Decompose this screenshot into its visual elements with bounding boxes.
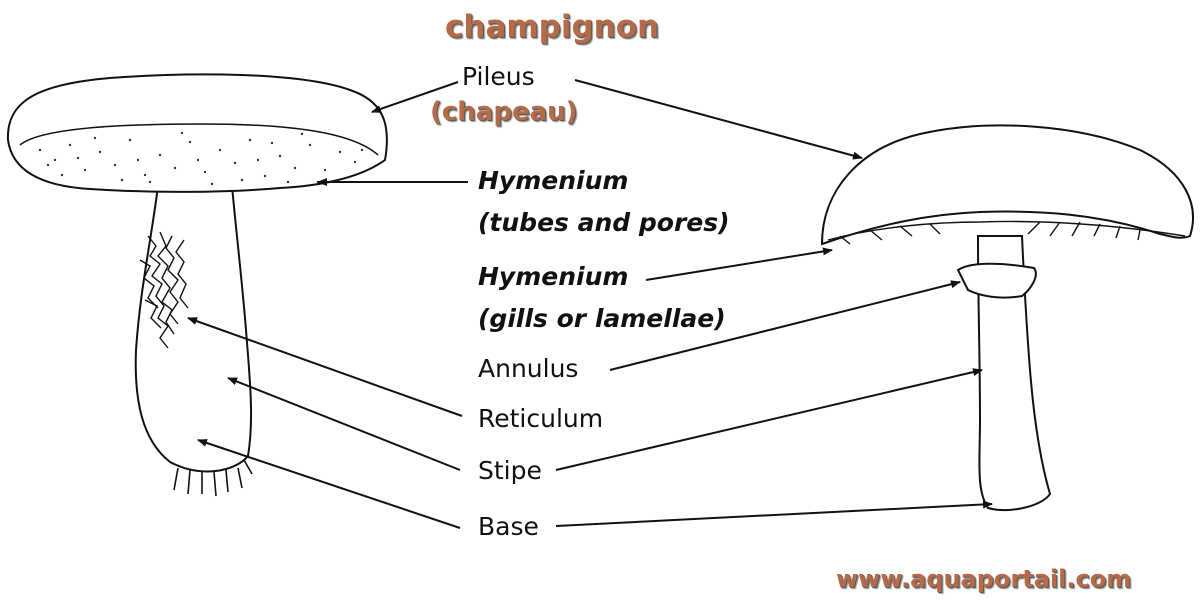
arrow-stipe-left bbox=[227, 377, 461, 471]
label-annulus: Annulus bbox=[478, 354, 579, 383]
bolete-hymenium-outline bbox=[19, 123, 379, 156]
label-hymenium-gills-detail: (gills or lamellae) bbox=[478, 304, 726, 333]
arrow-pileus-left bbox=[371, 81, 459, 113]
label-hymenium-gills-title: Hymenium bbox=[478, 262, 629, 291]
agaric-mushroom bbox=[820, 124, 1194, 512]
diagram-title: champignon bbox=[445, 9, 660, 45]
agaric-gills bbox=[827, 220, 1186, 245]
bolete-roots bbox=[173, 459, 253, 497]
label-hymenium-tubes-title: Hymenium bbox=[478, 166, 629, 195]
arrow-pileus-right bbox=[574, 79, 863, 160]
arrow-reticulum bbox=[187, 317, 463, 417]
pileus-french-name: (chapeau) bbox=[430, 97, 578, 127]
agaric-annulus bbox=[956, 262, 1037, 299]
bolete-cap bbox=[6, 73, 388, 193]
label-base: Base bbox=[478, 512, 539, 541]
arrow-stipe-right bbox=[555, 368, 983, 471]
label-reticulum: Reticulum bbox=[478, 404, 604, 433]
bolete-stipe bbox=[134, 185, 253, 473]
arrow-base-right bbox=[555, 500, 993, 527]
arrow-hymenium-gills bbox=[645, 247, 833, 281]
arrows bbox=[187, 79, 993, 529]
label-stipe: Stipe bbox=[478, 456, 542, 485]
arrow-base-left bbox=[197, 439, 461, 529]
label-hymenium-tubes-detail: (tubes and pores) bbox=[478, 208, 730, 237]
arrow-annulus bbox=[609, 280, 961, 371]
website-watermark: www.aquaportail.com bbox=[836, 565, 1132, 593]
bolete-reticulum bbox=[139, 231, 189, 349]
bolete-mushroom bbox=[6, 73, 388, 497]
agaric-cap bbox=[820, 124, 1194, 246]
label-pileus: Pileus bbox=[462, 62, 535, 91]
